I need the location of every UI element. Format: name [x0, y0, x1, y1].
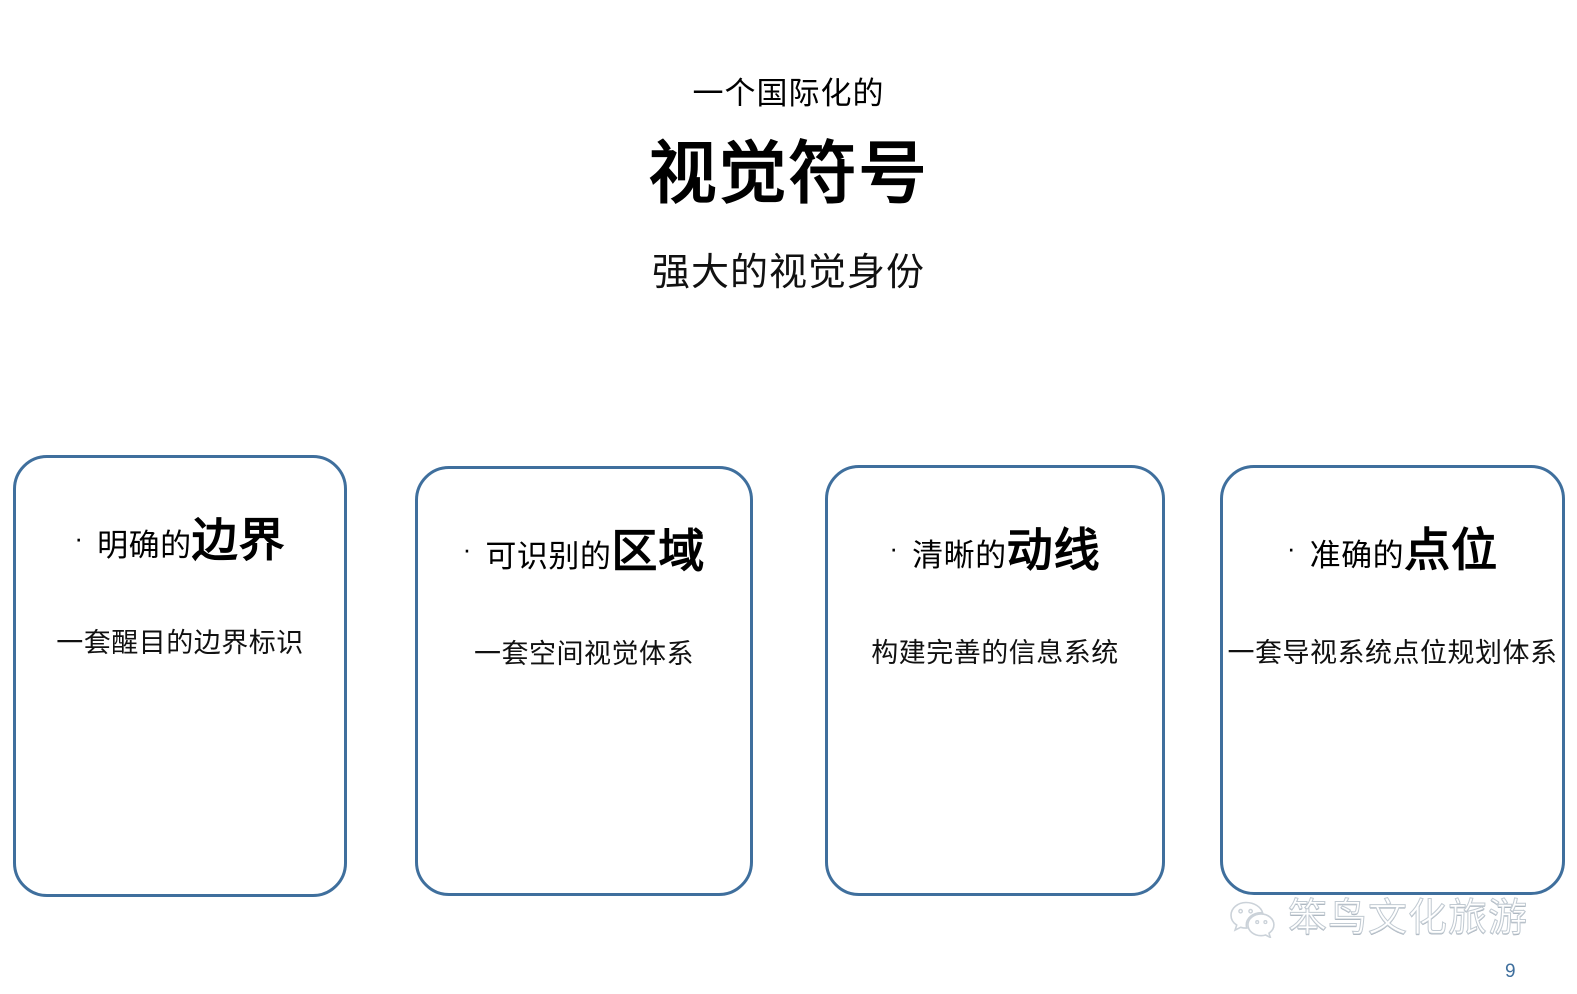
feature-card-circulation[interactable]: · 清晰的 动线 构建完善的信息系统 — [825, 465, 1165, 896]
feature-card-point[interactable]: · 准确的 点位 一套导视系统点位规划体系 — [1220, 465, 1565, 895]
card-description: 构建完善的信息系统 — [871, 638, 1119, 668]
card-lead-text: 清晰的 — [912, 538, 1007, 573]
bullet-icon: · — [74, 523, 84, 553]
card-keyword: 边界 — [191, 514, 286, 566]
watermark: 笨鸟文化旅游 — [1228, 896, 1529, 940]
card-description: 一套导视系统点位规划体系 — [1227, 638, 1558, 668]
card-keyword: 点位 — [1404, 524, 1499, 576]
feature-card-zone[interactable]: · 可识别的 区域 一套空间视觉体系 — [415, 466, 753, 896]
card-keyword: 动线 — [1006, 524, 1101, 576]
card-description: 一套空间视觉体系 — [474, 639, 694, 669]
bullet-icon: · — [889, 533, 899, 563]
watermark-text: 笨鸟文化旅游 — [1287, 896, 1529, 940]
card-heading: · 明确的 边界 — [16, 504, 344, 570]
bullet-icon: · — [1286, 533, 1296, 563]
card-lead-text: 明确的 — [97, 528, 192, 563]
card-lead-text: 准确的 — [1309, 538, 1405, 573]
page-title: 视觉符号 — [648, 136, 929, 212]
page-number: 9 — [1505, 961, 1516, 982]
card-heading: · 可识别的 区域 — [418, 515, 750, 581]
wechat-icon — [1228, 898, 1276, 939]
card-description: 一套醒目的边界标识 — [56, 628, 304, 658]
header-subtitle: 强大的视觉身份 — [651, 252, 925, 294]
card-heading: · 清晰的 动线 — [828, 514, 1162, 580]
header-eyebrow: 一个国际化的 — [692, 76, 885, 111]
card-lead-text: 可识别的 — [485, 539, 612, 574]
card-keyword: 区域 — [611, 525, 706, 577]
bullet-icon: · — [462, 534, 472, 564]
card-heading: · 准确的 点位 — [1223, 514, 1562, 580]
feature-card-boundary[interactable]: · 明确的 边界 一套醒目的边界标识 — [13, 455, 347, 897]
